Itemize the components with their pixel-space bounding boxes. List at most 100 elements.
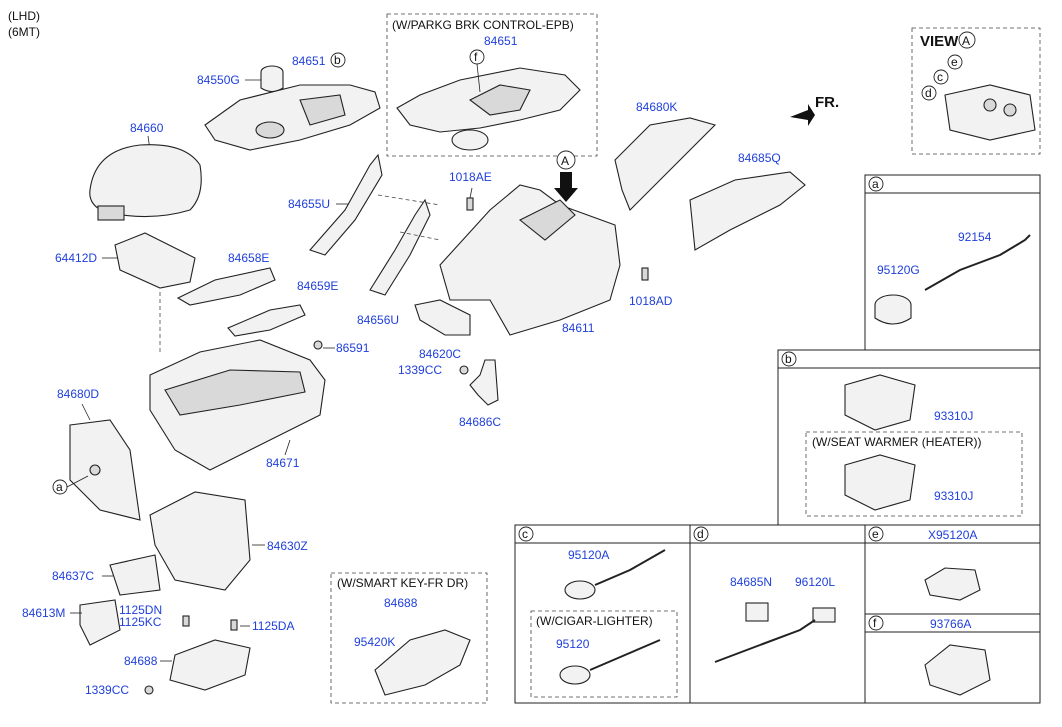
label-84613M[interactable]: 84613M xyxy=(22,606,65,620)
label-95420K[interactable]: 95420K xyxy=(354,635,395,649)
seat-warmer-title: (W/SEAT WARMER (HEATER)) xyxy=(812,435,982,449)
bracket-84688 xyxy=(169,639,251,691)
smart-key-title: (W/SMART KEY-FR DR) xyxy=(337,576,468,590)
label-84655U[interactable]: 84655U xyxy=(288,197,330,211)
label-84688-smart[interactable]: 84688 xyxy=(384,596,418,610)
label-84656U[interactable]: 84656U xyxy=(357,313,399,327)
box-a-callout xyxy=(868,176,884,192)
label-84550G[interactable]: 84550G xyxy=(197,73,240,87)
label-1125KC[interactable]: 1125KC xyxy=(119,615,162,629)
box-c-callout xyxy=(518,526,534,542)
side-trim-84656U xyxy=(369,198,431,296)
wire-95120A xyxy=(594,549,666,586)
label-84659E[interactable]: 84659E xyxy=(297,279,338,293)
storage-tray xyxy=(114,232,196,289)
label-1125DA[interactable]: 1125DA xyxy=(252,619,294,633)
label-93310J-b[interactable]: 93310J xyxy=(934,489,973,503)
console-body-floor xyxy=(164,369,306,416)
label-95120G[interactable]: 95120G xyxy=(877,263,920,277)
label-84658E[interactable]: 84658E xyxy=(228,251,269,265)
label-64412D[interactable]: 64412D xyxy=(55,251,97,265)
label-95120A[interactable]: 95120A xyxy=(568,548,609,562)
label-84671[interactable]: 84671 xyxy=(266,456,300,470)
leader-f xyxy=(476,63,481,93)
clip-86591 xyxy=(313,340,323,350)
switch-93310J-b xyxy=(844,454,916,511)
callout-f-text: f xyxy=(474,50,478,64)
label-84680D[interactable]: 84680D xyxy=(57,387,99,401)
view-a-box xyxy=(911,27,1041,155)
box-d-callout xyxy=(693,526,709,542)
switch-93766A xyxy=(924,644,991,696)
epb-shift-opening xyxy=(468,84,531,116)
bracket-84620C xyxy=(414,299,471,336)
label-1125DN[interactable]: 1125DN xyxy=(119,603,162,617)
label-84651-epb[interactable]: 84651 xyxy=(484,34,518,48)
label-95120[interactable]: 95120 xyxy=(556,637,590,651)
nut-1339CC-upper xyxy=(459,365,469,375)
label-84611[interactable]: 84611 xyxy=(562,321,595,335)
label-84660[interactable]: 84660 xyxy=(130,121,164,135)
cupholder-hole xyxy=(255,121,285,139)
label-1018AE[interactable]: 1018AE xyxy=(449,170,492,184)
bracket-84686C xyxy=(469,359,499,406)
view-a-arrow xyxy=(554,172,578,202)
view-a-circle xyxy=(958,31,976,49)
main-console-84611 xyxy=(439,184,621,336)
usb-jack-96120L xyxy=(812,607,836,623)
label-84637C[interactable]: 84637C xyxy=(52,569,94,583)
box-e-callout-text: e xyxy=(872,527,879,541)
view-callout-d-text: d xyxy=(925,86,932,100)
label-84680K[interactable]: 84680K xyxy=(636,100,677,114)
label-1339CC-upper[interactable]: 1339CC xyxy=(398,363,442,377)
leader-84680D xyxy=(81,403,91,421)
box-f xyxy=(864,613,1041,704)
wire-96120L xyxy=(714,619,816,663)
label-84685N[interactable]: 84685N xyxy=(730,575,772,589)
label-93766A[interactable]: 93766A xyxy=(930,617,971,631)
screw-1018AD xyxy=(641,267,649,281)
view-a-title: VIEW xyxy=(920,33,959,50)
trim-84659E xyxy=(227,304,306,337)
bracket-95420K xyxy=(374,629,471,696)
leader-1018AE xyxy=(469,187,473,199)
label-86591[interactable]: 86591 xyxy=(336,341,370,355)
label-1339CC-lower[interactable]: 1339CC xyxy=(85,683,129,697)
label-92154[interactable]: 92154 xyxy=(958,230,992,244)
cigar-box xyxy=(530,610,678,698)
label-1018AD[interactable]: 1018AD xyxy=(629,294,673,308)
label-84688[interactable]: 84688 xyxy=(124,654,158,668)
shift-opening xyxy=(299,94,346,126)
box-f-callout-text: f xyxy=(873,616,877,630)
screw-1018AE xyxy=(466,197,474,211)
header-6mt: (6MT) xyxy=(8,25,40,39)
box-e-callout xyxy=(868,526,884,542)
label-84630Z[interactable]: 84630Z xyxy=(267,539,308,553)
label-84651[interactable]: 84651 xyxy=(292,54,326,68)
cigar-box-title: (W/CIGAR-LIGHTER) xyxy=(536,614,653,628)
view-a-detail xyxy=(944,84,1036,141)
front-arrow-icon xyxy=(790,104,815,126)
label-84620C[interactable]: 84620C xyxy=(419,347,461,361)
label-X95120A[interactable]: X95120A xyxy=(928,528,977,542)
side-trim-84655U xyxy=(309,153,383,256)
epb-box xyxy=(386,13,598,157)
armrest-hinge xyxy=(97,205,125,221)
label-93310J-a[interactable]: 93310J xyxy=(934,409,973,423)
box-b-callout xyxy=(781,351,797,367)
side-panel-84685Q xyxy=(689,171,806,251)
bolt-1125DA xyxy=(230,619,238,631)
view-a-marker-text: A xyxy=(561,154,569,168)
usb-bezel-84685N xyxy=(745,602,769,622)
label-96120L[interactable]: 96120L xyxy=(795,575,835,589)
epb-cup-holder xyxy=(451,129,489,151)
bracket-84613M xyxy=(79,599,121,646)
label-84686C[interactable]: 84686C xyxy=(459,415,501,429)
switch-93310J-a xyxy=(844,374,916,431)
dash-link-2 xyxy=(377,194,441,206)
bolt-1125DN xyxy=(182,615,190,627)
side-panel-84680K xyxy=(614,117,717,211)
socket-95120A xyxy=(564,580,596,600)
label-84685Q[interactable]: 84685Q xyxy=(738,151,781,165)
callout-b-top xyxy=(330,52,346,68)
